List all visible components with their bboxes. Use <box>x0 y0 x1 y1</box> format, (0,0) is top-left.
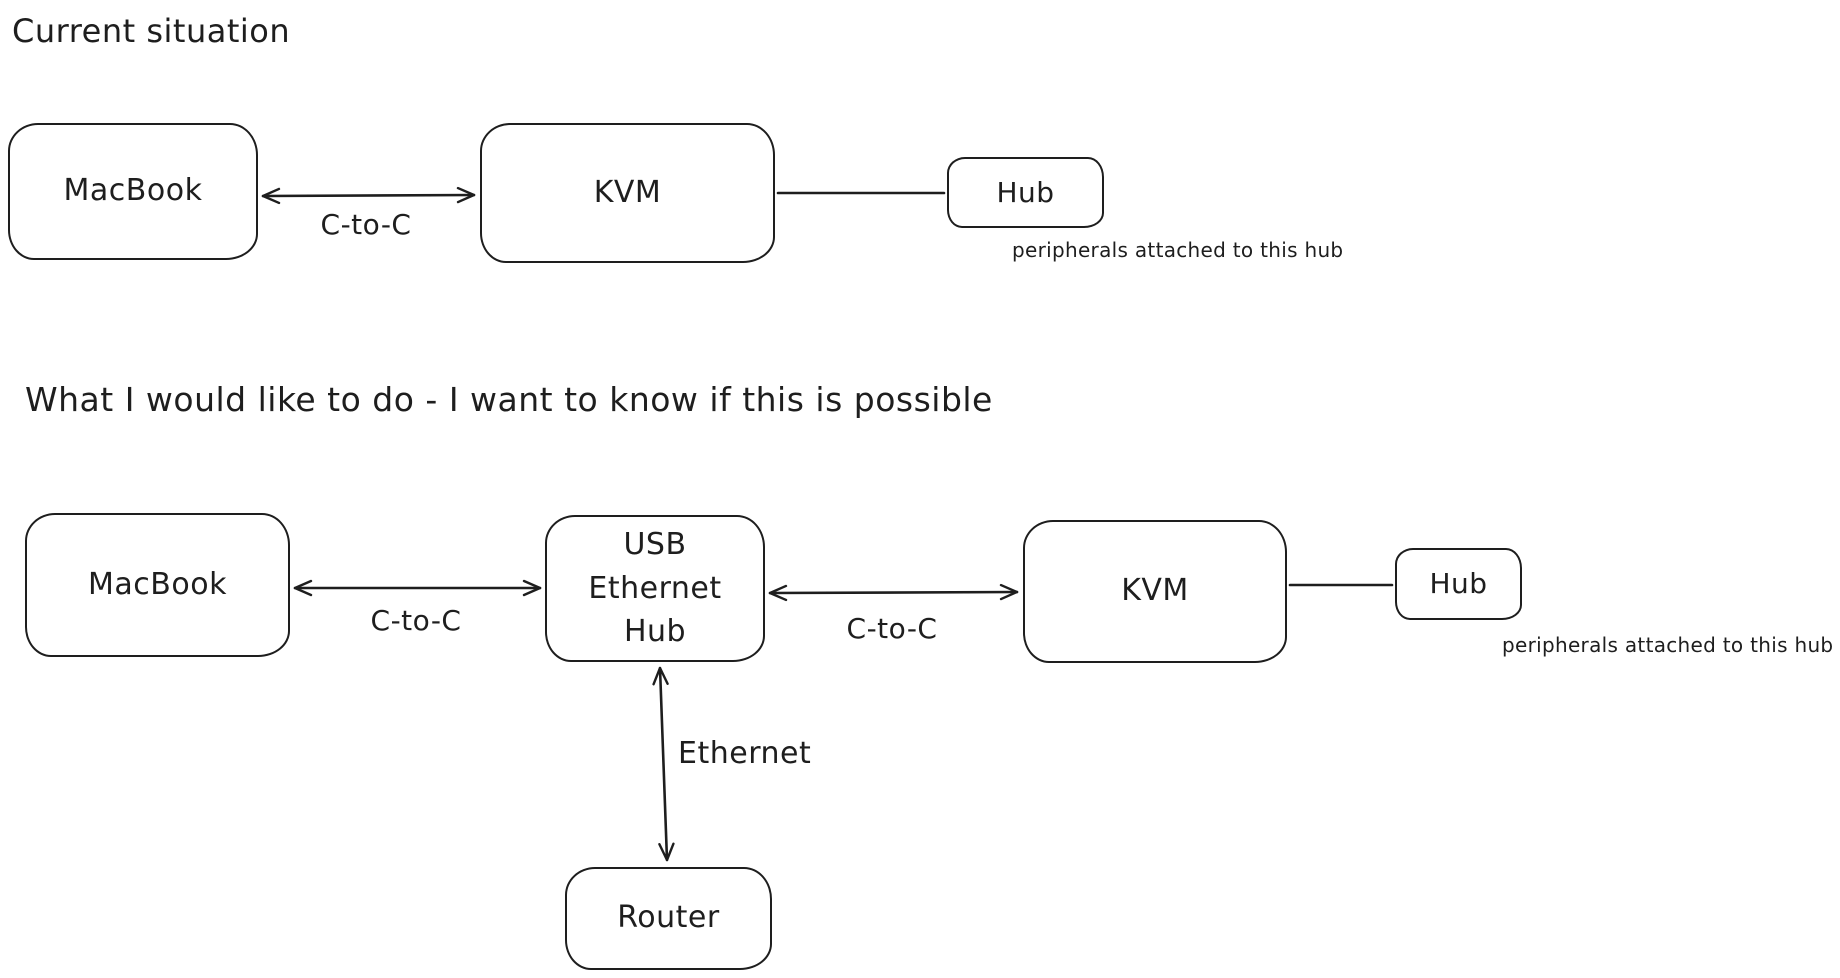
arrow-usbhub-kvm <box>768 583 1019 602</box>
node-label: KVM <box>593 174 662 210</box>
node-label: Router <box>617 900 720 936</box>
edge-label-c-to-c-3: C-to-C <box>846 612 938 645</box>
caption-peripherals-1: peripherals attached to this hub <box>1012 238 1344 262</box>
node-label: Hub <box>996 175 1055 209</box>
node-usb-ethernet-hub: USB Ethernet Hub <box>545 515 765 662</box>
node-macbook-2: MacBook <box>25 513 290 657</box>
caption-peripherals-2: peripherals attached to this hub <box>1502 633 1834 657</box>
arrow-usbhub-router <box>652 666 675 862</box>
node-label: MacBook <box>88 566 227 602</box>
node-kvm-2: KVM <box>1023 520 1287 663</box>
node-macbook-1: MacBook <box>8 123 258 260</box>
arrow-macbook-kvm-1 <box>261 186 476 205</box>
node-hub-2: Hub <box>1395 548 1522 620</box>
edge-label-c-to-c-1: C-to-C <box>320 208 412 241</box>
edge-label-c-to-c-2: C-to-C <box>370 604 462 637</box>
node-label-line: Ethernet <box>588 570 722 606</box>
section1-heading: Current situation <box>12 12 291 50</box>
node-label-line: Hub <box>623 614 687 650</box>
node-label: KVM <box>1121 573 1189 609</box>
node-label-line: USB <box>623 527 687 563</box>
node-kvm-1: KVM <box>480 123 775 263</box>
node-label: MacBook <box>63 173 203 209</box>
node-label: Hub <box>1429 567 1488 601</box>
node-router: Router <box>565 867 772 970</box>
edge-label-ethernet: Ethernet <box>678 736 812 771</box>
section2-heading: What I would like to do - I want to know… <box>25 380 993 419</box>
node-hub-1: Hub <box>947 157 1104 228</box>
